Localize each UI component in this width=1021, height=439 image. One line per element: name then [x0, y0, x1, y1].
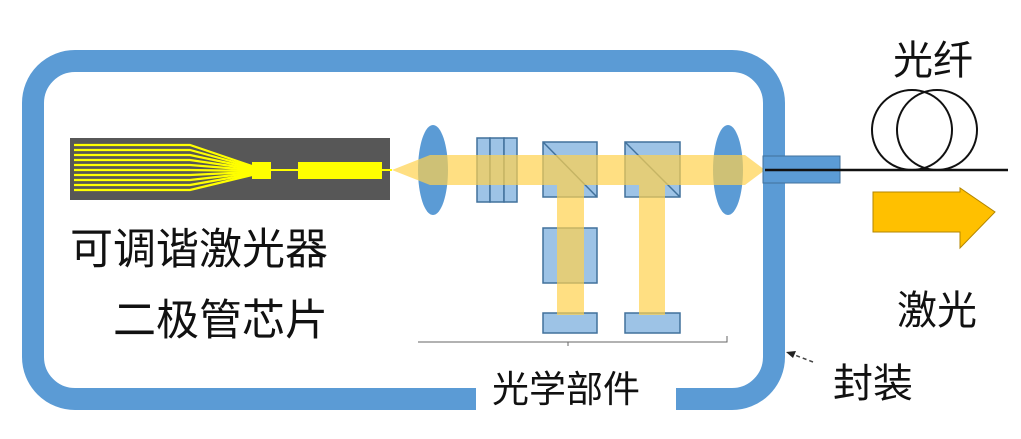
- fiber-label: 光纤: [893, 38, 973, 84]
- optics-label-gap: [476, 384, 676, 414]
- fiber-loop-icon: [871, 89, 953, 171]
- laser-beam: [392, 155, 765, 315]
- package-pointer-arrow-icon: [786, 351, 814, 363]
- package-label: 封装: [833, 361, 913, 407]
- laser-output-arrow-icon: [872, 187, 996, 250]
- photodetector-2: [624, 312, 681, 334]
- package-housing: [22, 50, 785, 410]
- optics-bracket: [418, 336, 728, 346]
- laser-label: 激光: [897, 288, 977, 334]
- chip-label-line1: 可调谐激光器: [70, 225, 328, 275]
- optics-label: 光学部件: [492, 368, 640, 411]
- fiber-loop-icon: [896, 89, 978, 171]
- laser-diode-chip: [70, 138, 392, 200]
- chip-traces: [74, 143, 253, 192]
- photodetector-1: [542, 312, 598, 334]
- chip-label-line2: 二极管芯片: [113, 296, 328, 346]
